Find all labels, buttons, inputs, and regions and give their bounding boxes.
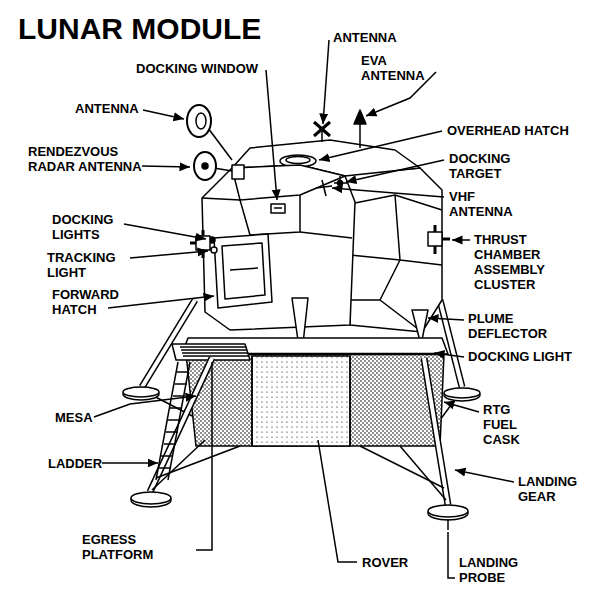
- part-label: LANDING GEAR: [518, 474, 577, 504]
- diagram-title: LUNAR MODULE: [18, 12, 261, 46]
- part-label: VHF ANTENNA: [449, 189, 513, 219]
- part-label: ANTENNA: [333, 30, 397, 45]
- part-label: MESA: [55, 410, 93, 425]
- part-label: RENDEZVOUS RADAR ANTENNA: [28, 144, 154, 174]
- part-label: PLUME DEFLECTOR: [468, 311, 547, 341]
- part-label: DOCKING TARGET: [449, 151, 510, 181]
- part-label: EGRESS PLATFORM: [82, 532, 153, 562]
- part-label: EVA ANTENNA: [361, 53, 425, 83]
- part-label: OVERHEAD HATCH: [447, 123, 569, 138]
- part-label: DOCKING WINDOW: [136, 61, 258, 76]
- part-label: DOCKING LIGHTS: [52, 212, 113, 242]
- part-label: LANDING PROBE: [459, 555, 518, 585]
- part-label: FORWARD HATCH: [52, 287, 119, 317]
- part-label: LADDER: [48, 456, 102, 471]
- part-label: RTG FUEL CASK: [483, 402, 520, 447]
- part-label: THRUST CHAMBER ASSEMBLY CLUSTER: [474, 232, 545, 292]
- part-label: ANTENNA: [75, 101, 139, 116]
- part-label: TRACKING LIGHT: [47, 250, 116, 280]
- part-label: ROVER: [362, 555, 408, 570]
- part-label: DOCKING LIGHT: [468, 349, 572, 364]
